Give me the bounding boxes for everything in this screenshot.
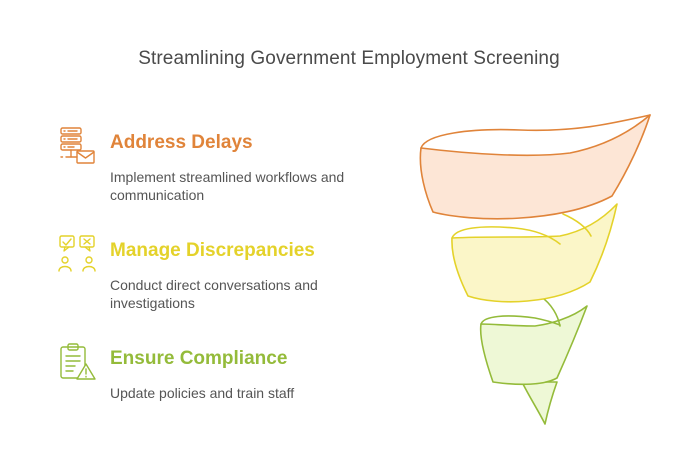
people-discussion-icon <box>58 235 96 272</box>
funnel-band-yellow <box>451 203 618 303</box>
page-title: Streamlining Government Employment Scree… <box>138 48 560 69</box>
step-description: Implement streamlined workflows and comm… <box>110 169 345 203</box>
funnel-band-orange-inner <box>420 114 651 149</box>
server-mail-icon <box>60 127 95 164</box>
step-description: Conduct direct conversations and investi… <box>110 277 318 311</box>
funnel-band-yellow-inner <box>451 226 561 245</box>
step-heading: Address Delays <box>110 132 253 153</box>
funnel-band-green-inner <box>480 315 561 326</box>
step-heading: Ensure Compliance <box>110 348 288 369</box>
funnel-band-orange <box>419 114 651 220</box>
funnel-tip <box>521 381 558 425</box>
funnel-fold-yellow <box>562 213 592 237</box>
step-heading: Manage Discrepancies <box>110 240 315 261</box>
clipboard-warning-icon <box>60 343 96 380</box>
funnel-illustration <box>419 114 651 425</box>
step-description: Update policies and train staff <box>110 385 295 401</box>
